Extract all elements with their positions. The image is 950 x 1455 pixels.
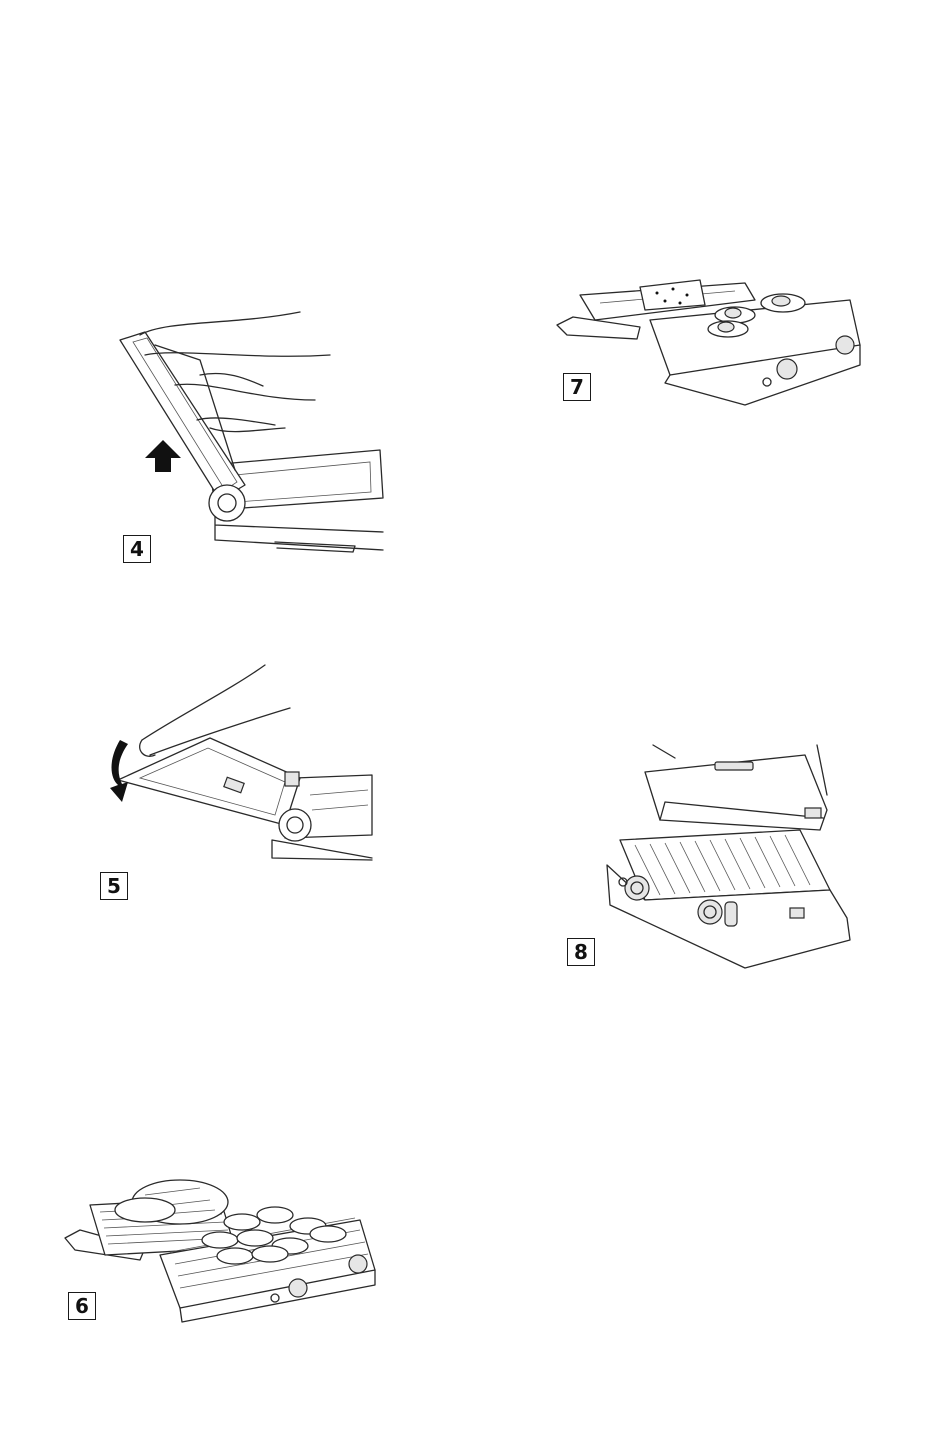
- figure-8-grill-front: 8: [565, 740, 855, 970]
- up-arrow-icon: [145, 440, 181, 472]
- figure-6-grilling-burgers: 6: [60, 1160, 390, 1330]
- figure-4-illustration: [115, 300, 385, 570]
- figure-5-lower-lid: 5: [100, 660, 380, 900]
- figure-5-illustration: [100, 660, 380, 900]
- step-label-4: 4: [123, 535, 151, 563]
- step-label-5: 5: [100, 872, 128, 900]
- figure-7-illustration: [555, 265, 875, 415]
- figure-6-illustration: [60, 1160, 390, 1330]
- step-label-7: 7: [563, 373, 591, 401]
- curved-down-arrow-icon: [110, 740, 128, 802]
- figure-4-lift-plate: 4: [115, 300, 385, 570]
- step-label-8: 8: [567, 938, 595, 966]
- step-label-6: 6: [68, 1292, 96, 1320]
- figure-7-toast-and-eggs: 7: [555, 265, 875, 415]
- figure-8-illustration: [565, 740, 855, 970]
